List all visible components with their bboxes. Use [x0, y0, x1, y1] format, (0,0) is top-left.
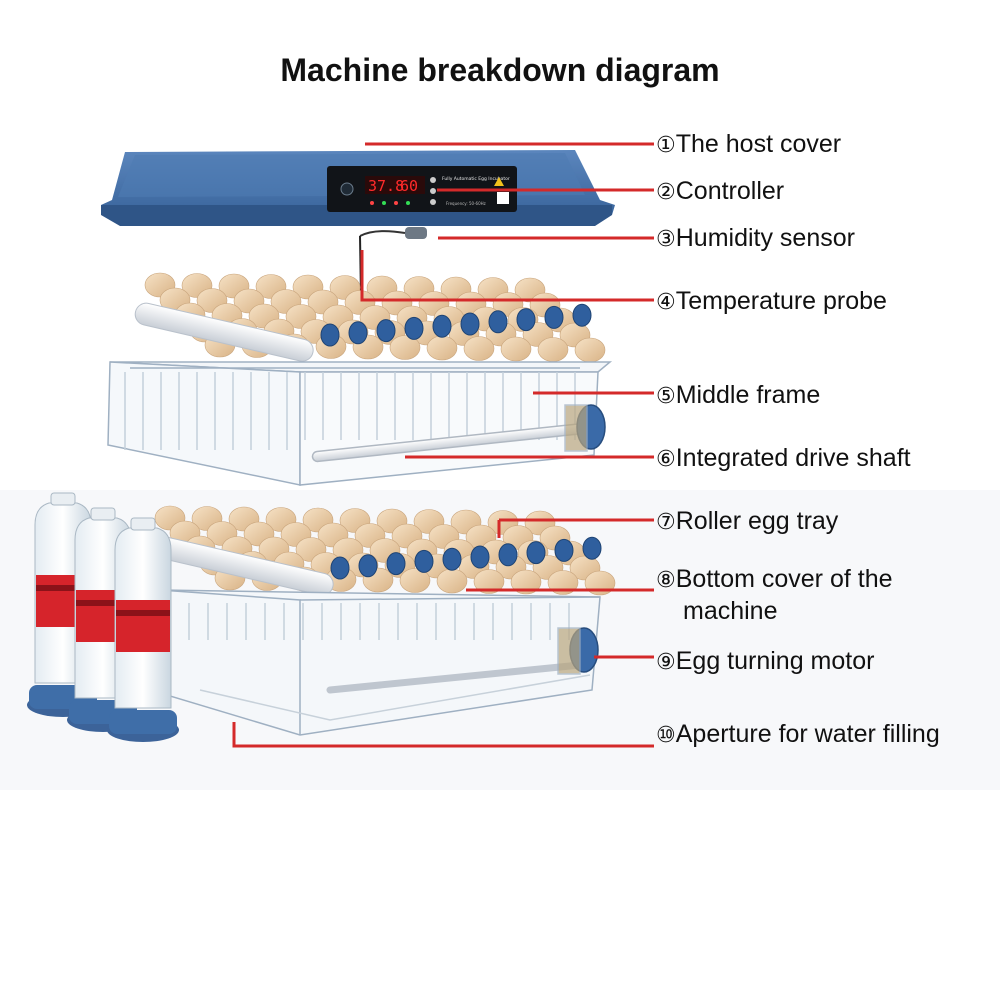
lower-egg-tray — [154, 505, 616, 596]
label-temperature-probe: ④Temperature probe — [656, 287, 887, 315]
roller-cap — [414, 549, 434, 573]
label-roller-egg-tray: ⑦Roller egg tray — [656, 507, 839, 535]
label-drive-shaft: ⑥Integrated drive shaft — [656, 444, 911, 472]
egg — [574, 337, 606, 363]
roller-cap — [442, 547, 462, 571]
egg — [436, 568, 468, 594]
humidity-sensor — [405, 227, 427, 239]
egg — [389, 335, 421, 360]
bottle-band-stripe — [36, 585, 90, 591]
panel-spec-text: Frequency: 50-60Hz — [446, 201, 486, 206]
upper-tray-rail — [134, 302, 314, 362]
bottle-neck — [50, 492, 76, 506]
roller-cap — [544, 305, 564, 329]
roller-cap — [432, 314, 452, 338]
roller-cap — [554, 538, 574, 562]
page-title: Machine breakdown diagram — [280, 52, 720, 88]
egg — [399, 568, 431, 593]
bottle-neck — [130, 517, 156, 531]
roller-cap — [516, 308, 536, 332]
egg — [473, 569, 505, 594]
panel-brand-text: Fully Automatic Egg Incubator — [442, 176, 510, 182]
roller-cap — [498, 543, 518, 567]
label-bottom-cover-line2: machine — [683, 597, 778, 625]
egg — [463, 336, 495, 361]
bottle-band — [116, 600, 170, 652]
egg — [537, 337, 569, 362]
label-middle-frame: ⑤Middle frame — [656, 381, 821, 409]
label-bottom-cover: ⑧Bottom cover of the — [656, 565, 893, 593]
bottom-cover — [149, 589, 601, 736]
label-controller: ②Controller — [656, 177, 785, 205]
roller-cap — [470, 545, 490, 569]
label-host-cover: ①The host cover — [656, 130, 842, 158]
roller-cap — [404, 316, 424, 340]
roller-cap — [330, 556, 350, 580]
bottle-band-stripe — [76, 600, 130, 606]
leader-lines — [232, 142, 654, 748]
egg — [500, 336, 532, 362]
egg — [510, 569, 542, 595]
roller-cap — [488, 310, 508, 334]
roller-cap — [358, 554, 378, 578]
water-bottles — [27, 492, 179, 742]
egg — [426, 335, 458, 361]
middle-frame — [107, 361, 613, 486]
display-humidity: 60 — [400, 177, 418, 195]
upper-egg-tray — [134, 272, 606, 363]
bottle-band-stripe — [116, 610, 170, 616]
roller-cap — [386, 552, 406, 576]
roller-cap — [460, 312, 480, 336]
roller-cap — [526, 541, 546, 565]
bottle-stand — [109, 710, 177, 734]
roller-cap — [320, 323, 340, 347]
host-cover: 37.8 60 Fully Automatic Egg Incubator Fr… — [101, 150, 615, 299]
label-egg-turning-motor: ⑨Egg turning motor — [656, 647, 875, 675]
roller-cap — [348, 321, 368, 345]
label-water-aperture: ⑩Aperture for water filling — [656, 720, 940, 748]
roller-cap — [582, 536, 602, 560]
label-humidity-sensor: ③Humidity sensor — [656, 224, 855, 252]
roller-cap — [376, 319, 396, 343]
roller-cap — [572, 303, 592, 327]
display-temperature: 37.8 — [368, 177, 404, 195]
bottle-neck — [90, 507, 116, 521]
